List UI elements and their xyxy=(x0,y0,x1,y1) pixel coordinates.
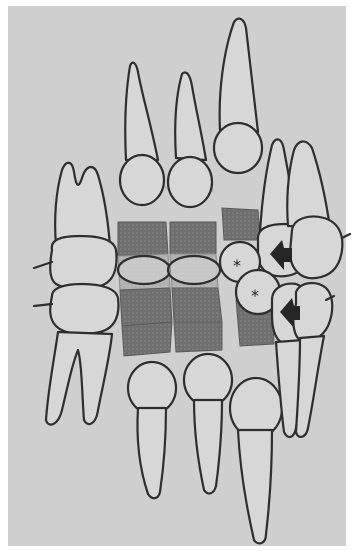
mid-crown-3 xyxy=(168,256,220,284)
contact-zone-3-upper xyxy=(222,208,260,240)
upper-molar-crown xyxy=(50,236,116,289)
upper-canine-crown xyxy=(214,123,262,173)
lower-molar-crown xyxy=(50,284,118,334)
lower-premolar-1-crown xyxy=(128,362,176,414)
upper-premolar-2-crown xyxy=(168,157,212,207)
upper-central-crown xyxy=(290,217,342,279)
asterisk-upper: * xyxy=(233,256,241,275)
contact-zone-2-upper xyxy=(170,222,216,254)
contact-zone-1-lower xyxy=(120,288,172,326)
lower-premolar-2-crown xyxy=(184,354,232,406)
contact-zone-1-upper xyxy=(118,222,168,256)
upper-premolar-1-crown xyxy=(120,155,164,205)
asterisk-lower: * xyxy=(251,286,259,305)
mid-crown-2 xyxy=(118,256,170,284)
contact-zone-2-bottom xyxy=(174,322,222,352)
contact-zone-1-bottom xyxy=(122,322,172,356)
contact-zone-2-lower xyxy=(172,288,222,322)
